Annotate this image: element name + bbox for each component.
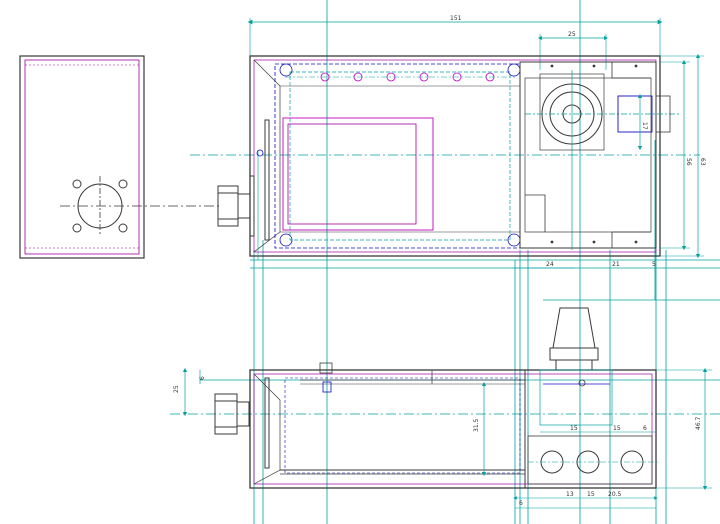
dim-front-bottom-c: 20.5 [608, 491, 622, 498]
dim-front-left-height: 25 [173, 385, 180, 393]
dim-front-right-height: 46.7 [695, 416, 702, 430]
front-view: 25 6 31.5 15 15 6 6 13 15 20.5 46.7 [173, 307, 712, 509]
dim-front-bottom-b: 15 [587, 491, 595, 498]
dim-top-hub-width: 25 [568, 31, 576, 38]
dim-front-inner-height: 31.5 [473, 418, 480, 432]
dim-front-right-a: 15 [570, 425, 578, 432]
front-view-hub [549, 307, 599, 371]
dim-front-bottom-d: 6 [519, 500, 523, 507]
dim-front-right-b: 15 [613, 425, 621, 432]
top-view-gland [217, 119, 270, 241]
dim-front-bottom-a: 13 [566, 491, 574, 498]
front-view-gland [214, 377, 270, 469]
dim-bottom-span-a: 24 [546, 261, 554, 268]
top-view: 151 25 [217, 15, 706, 269]
dim-bottom-span-b: 21 [612, 261, 620, 268]
dim-hub-vertical: 17 [641, 122, 648, 130]
dim-top-overall: 151 [450, 15, 462, 22]
dim-front-right-c: 6 [643, 425, 647, 432]
construction-lines [170, 0, 720, 524]
dim-right-height-outer: 63 [699, 158, 706, 166]
dim-right-height-inner: 56 [685, 158, 692, 166]
dim-front-left-small: 6 [199, 376, 206, 380]
dim-bottom-span-c: 5 [652, 261, 656, 268]
side-view [19, 55, 220, 259]
